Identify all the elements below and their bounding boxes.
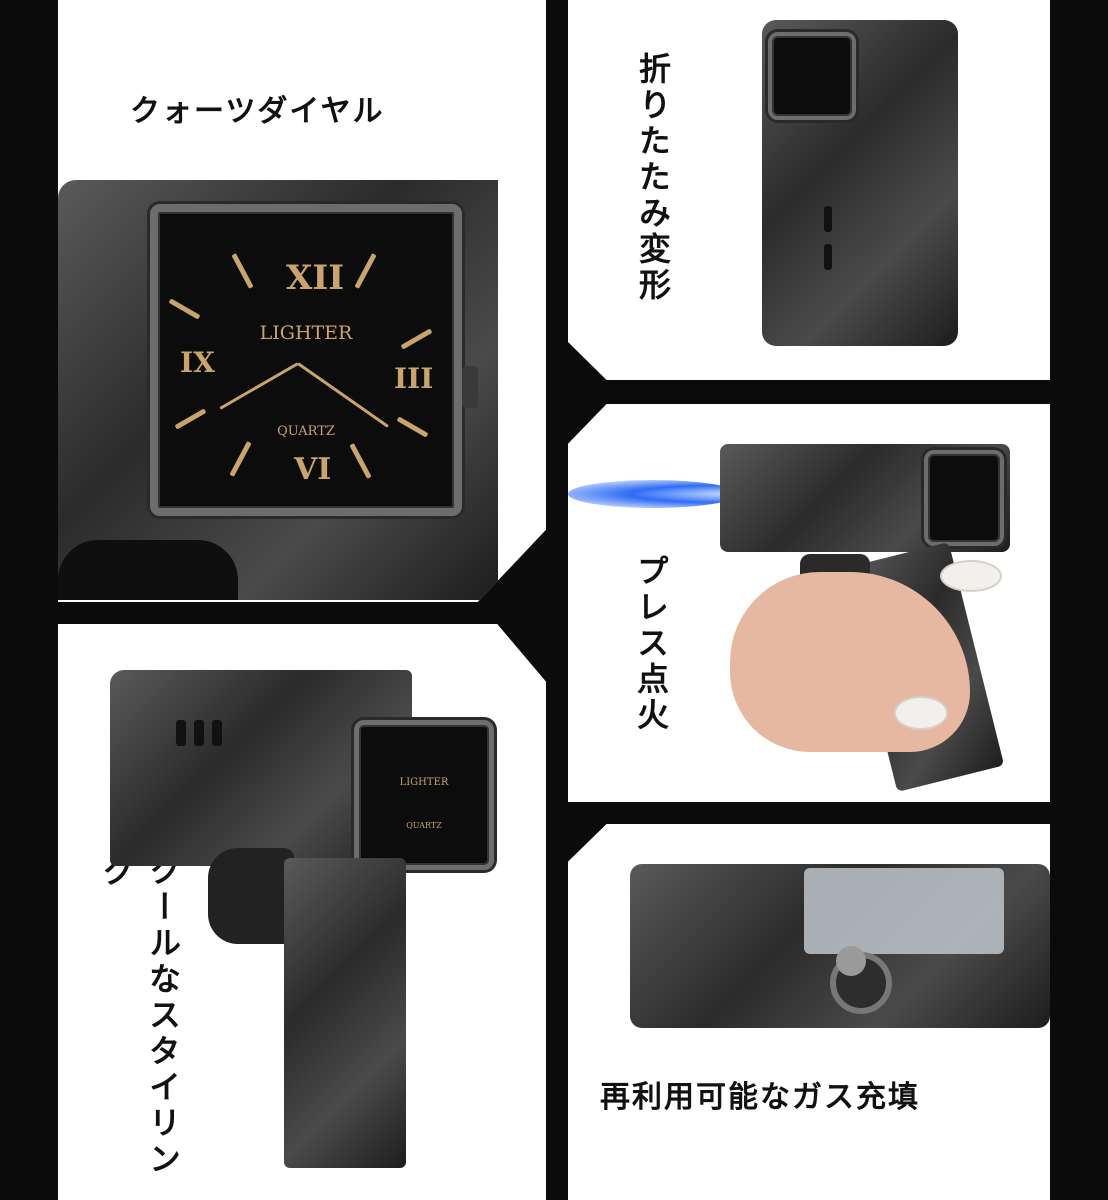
panel-cool-styling: クールなスタイリング LIGHTER QUARTZ xyxy=(58,624,546,1200)
clock-model: QUARTZ xyxy=(406,821,442,830)
slide-vent xyxy=(194,720,204,746)
hour-tick xyxy=(168,298,201,320)
mini-clock-face xyxy=(768,32,856,120)
panel-press-ignition: プレス点火 xyxy=(568,404,1050,802)
fingernail xyxy=(894,696,948,730)
small-clock-face xyxy=(924,450,1004,546)
hour-tick xyxy=(229,441,252,477)
fingernail xyxy=(940,560,1002,592)
blue-flame xyxy=(568,480,738,508)
numeral-3: III xyxy=(394,362,434,395)
hour-tick xyxy=(231,253,254,289)
clear-dial-cover xyxy=(804,868,1004,954)
caption-press-ignition: プレス点火 xyxy=(632,554,670,734)
clock-brand: LIGHTER xyxy=(399,777,449,788)
caption-refillable-gas: 再利用可能なガス充填 xyxy=(600,1080,920,1115)
caption-quartz-dial: クォーツダイヤル xyxy=(130,94,385,129)
panel-refillable-gas: 再利用可能なガス充填 xyxy=(568,824,1050,1200)
hour-hand xyxy=(219,362,299,410)
clock-brand: LIGHTER xyxy=(259,322,353,344)
gun-lighter-grip xyxy=(284,858,406,1168)
vent-slot xyxy=(824,206,832,232)
hour-tick xyxy=(354,253,377,289)
trigger-guard xyxy=(208,848,294,944)
panel-folding: 折りたたみ変形 xyxy=(568,0,1050,380)
panel-quartz-dial: クォーツダイヤル LIGHTER QUARTZ XII IX III VI xyxy=(58,0,546,602)
minute-hand xyxy=(297,362,389,428)
clock-face: LIGHTER QUARTZ XII IX III VI xyxy=(150,204,462,516)
ignition-wheel xyxy=(836,946,866,976)
caption-cool-styling: クールなスタイリング xyxy=(98,854,182,1178)
slide-vent xyxy=(212,720,222,746)
clock-model: QUARTZ xyxy=(277,424,335,439)
slide-vent xyxy=(176,720,186,746)
caption-folding: 折りたたみ変形 xyxy=(634,52,672,304)
numeral-9: IX xyxy=(180,346,215,379)
numeral-6: VI xyxy=(294,452,332,487)
numeral-12: XII xyxy=(286,258,345,298)
vent-slot xyxy=(824,244,832,270)
hour-tick xyxy=(349,443,372,479)
lighter-grip-ridge xyxy=(58,540,238,600)
crown-knob xyxy=(462,366,478,408)
styling-clock-face: LIGHTER QUARTZ xyxy=(354,720,494,870)
